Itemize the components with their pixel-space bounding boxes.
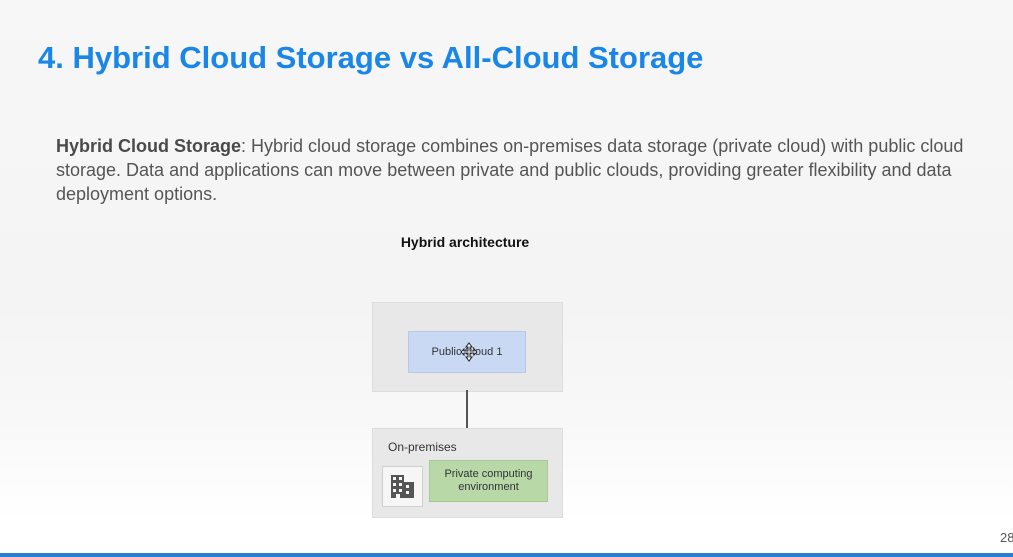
on-premises-container: On-premises Private computing environmen… <box>372 428 563 518</box>
slide-body-text: Hybrid Cloud Storage: Hybrid cloud stora… <box>56 134 986 206</box>
slide-title: 4. Hybrid Cloud Storage vs All-Cloud Sto… <box>38 40 704 75</box>
diagram-title: Hybrid architecture <box>400 234 530 250</box>
body-description: : Hybrid cloud storage combines on-premi… <box>56 136 964 204</box>
building-icon <box>382 466 423 507</box>
move-cursor-icon <box>460 342 478 362</box>
private-env-label: Private computing environment <box>444 468 533 493</box>
bottom-accent-bar <box>0 553 1013 557</box>
page-number: 28 <box>1000 530 1013 545</box>
connector-line <box>466 390 468 428</box>
private-computing-environment-node: Private computing environment <box>429 460 548 502</box>
on-premises-label: On-premises <box>388 440 457 454</box>
body-term: Hybrid Cloud Storage <box>56 136 242 156</box>
